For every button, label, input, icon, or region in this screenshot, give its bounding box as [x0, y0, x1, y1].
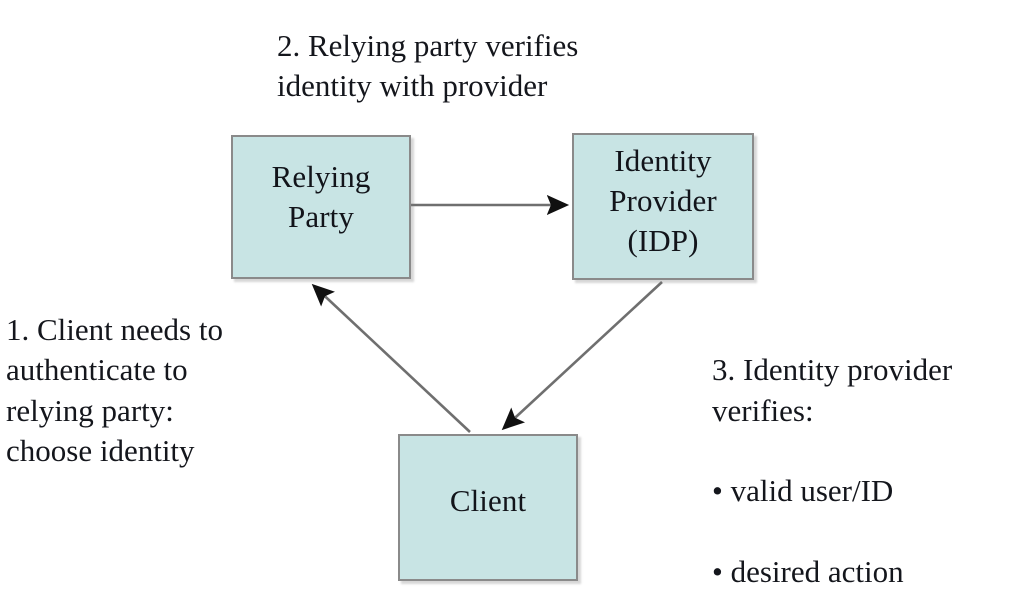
annotation-step-1: 1. Client needs to authenticate to relyi… — [6, 312, 223, 468]
node-identity-provider-label: Identity Provider (IDP) — [609, 143, 717, 258]
node-relying-party[interactable]: Relying Party — [231, 135, 411, 279]
node-client[interactable]: Client — [398, 434, 578, 581]
annotation-step-3-bullet-desired-action: • desired action — [712, 553, 904, 589]
edge-idp-to-client — [501, 281, 663, 431]
node-client-label: Client — [449, 483, 527, 518]
node-identity-provider[interactable]: Identity Provider (IDP) — [572, 133, 754, 280]
annotation-step-3: 3. Identity provider verifies: • valid u… — [712, 310, 1036, 590]
edge-client-to-relying-party — [311, 283, 471, 433]
annotation-step-3-heading: 3. Identity provider verifies: — [712, 352, 953, 428]
annotation-step-3-bullet-valid-user: • valid user/ID — [712, 473, 894, 509]
node-relying-party-label: Relying Party — [271, 159, 371, 234]
annotation-step-2: 2. Relying party verifies identity with … — [277, 28, 579, 104]
